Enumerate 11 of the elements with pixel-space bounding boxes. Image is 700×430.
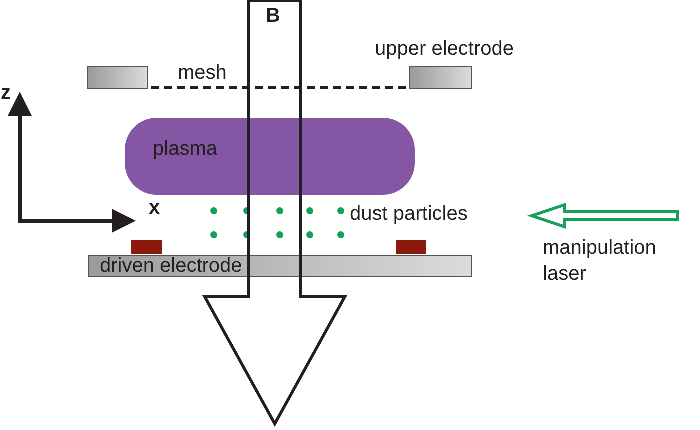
driven-electrode-plate xyxy=(88,255,472,277)
node-label: driven electrode xyxy=(100,255,242,277)
node-label: plasma xyxy=(153,138,218,160)
node-label: B xyxy=(266,5,280,27)
part-label: dust particles xyxy=(350,203,468,225)
plasma-shape xyxy=(125,118,415,195)
part-label: manipulation laser xyxy=(543,236,658,287)
part-label: upper electrode xyxy=(375,38,514,60)
axis-label: z xyxy=(1,82,11,104)
part-label: mesh xyxy=(178,62,227,84)
axis-label: x xyxy=(149,197,160,219)
